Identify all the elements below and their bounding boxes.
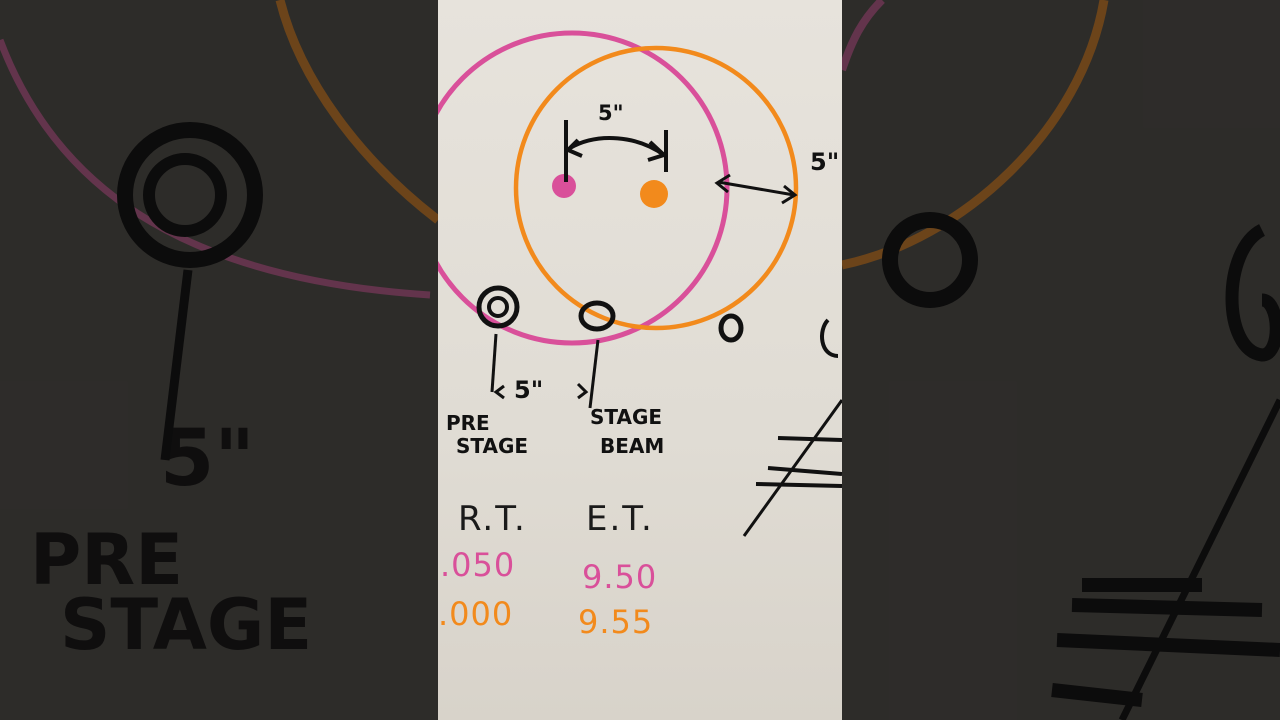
orange-reaction-time: .000 — [438, 595, 514, 633]
right-dimension-line — [717, 180, 795, 197]
stage-beam-bulb — [578, 300, 616, 332]
elapsed-time-header: E.T. — [586, 499, 654, 539]
stage-beam-label-line1: STAGE — [590, 405, 663, 429]
right-small-bulb — [718, 313, 744, 343]
stage-beam-label-line2: BEAM — [600, 434, 665, 458]
top-dimension-label: 5" — [598, 101, 624, 125]
dimension-arc — [569, 136, 666, 157]
pre-stage-label-line1: PRE — [446, 411, 490, 435]
blurred-stage-text: STAGE — [60, 584, 313, 666]
stage-beam-line — [588, 339, 600, 409]
pink-dot — [552, 174, 576, 198]
right-dimension-label: 5" — [810, 148, 840, 176]
orange-elapsed-time: 9.55 — [578, 603, 654, 641]
pink-beam-circle — [438, 30, 730, 346]
orange-dot — [640, 180, 668, 208]
pre-stage-line — [490, 333, 498, 393]
pink-elapsed-time: 9.50 — [582, 558, 658, 596]
blurred-pre-text: PRE — [30, 519, 184, 601]
blurred-dimension-text: 5" — [160, 414, 255, 504]
pre-stage-bulb — [476, 285, 520, 329]
bottom-dimension-label: 5" — [514, 376, 544, 404]
reaction-time-header: R.T. — [458, 499, 527, 539]
blurred-background-left: 5" PRE STAGE — [0, 0, 438, 720]
blurred-drawing-left — [0, 0, 438, 461]
whiteboard-drawing — [438, 30, 842, 537]
blur-shade-left — [0, 0, 438, 720]
pink-reaction-time: .050 — [440, 546, 516, 584]
orange-beam-circle — [513, 45, 799, 331]
whiteboard: 5" 5" 5" PRE STAGE STAGE BEAM R.T. E.T. … — [438, 0, 842, 720]
blurred-drawing-right — [842, 0, 1280, 720]
blur-shade-right — [842, 0, 1280, 720]
pre-stage-label-line2: STAGE — [456, 434, 529, 458]
blurred-background-right — [842, 0, 1280, 720]
